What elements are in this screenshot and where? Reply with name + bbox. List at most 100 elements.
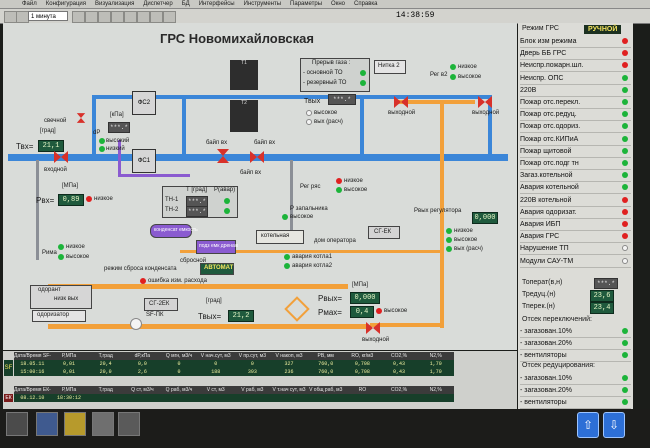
alarm-row: Неиспр.пожарн.шл.	[520, 60, 631, 73]
scroll-down-button[interactable]: ⇩	[603, 412, 625, 438]
tn2-label: ТН-2	[165, 207, 179, 213]
outlet-valve-b-icon[interactable]	[478, 96, 492, 108]
pmax-high-label: высокое	[384, 308, 408, 314]
alarm-label: 220В котельной	[520, 196, 572, 204]
toolbar-button-10[interactable]	[163, 11, 176, 23]
tn2-value: ***.*	[186, 206, 208, 217]
menu-visual[interactable]: Визуализация	[95, 1, 135, 7]
boiler1-alarm-indicator	[284, 254, 290, 260]
table-cell: 393	[247, 369, 257, 375]
alarm-status-indicator	[622, 99, 628, 105]
sf-ek-label: SF-ПК	[146, 312, 164, 318]
filter-fs1[interactable]: ФС1	[132, 149, 156, 173]
pipe-segment	[488, 95, 492, 157]
menu-help[interactable]: Справка	[353, 1, 378, 7]
footer-button-4[interactable]	[92, 412, 114, 436]
alarm-label: Дверь ББ ГРС	[520, 50, 567, 58]
table-cell	[87, 394, 124, 402]
reserve-to-label: - резервный ТО	[303, 80, 347, 86]
auto-mode-indicator[interactable]: АВТОМАТ	[200, 263, 234, 275]
switch-item-label: - загазован.10%	[520, 328, 572, 335]
candle-label: свечной	[44, 118, 67, 124]
condensate-tank[interactable]: конденсат емкость	[150, 224, 198, 238]
table-cell: 08.12.10	[20, 395, 45, 401]
alarm-status-indicator	[622, 62, 628, 69]
alarm-row: Авария ИБП	[520, 219, 631, 231]
menu-window[interactable]: Окно	[331, 1, 345, 7]
table-cell: 0,43	[393, 369, 406, 375]
toolbar-button-9[interactable]	[150, 11, 163, 23]
table-cell: 760,0	[318, 361, 334, 367]
main-to-label: - основной ТО	[303, 70, 343, 76]
odorizer-device[interactable]: одоризатор	[32, 310, 86, 322]
table-cell: 0,43	[393, 361, 406, 367]
alarm-status-indicator	[622, 233, 628, 240]
outlet-pipe	[370, 323, 444, 327]
toolbar-button-7[interactable]	[124, 11, 137, 23]
alarm-status-indicator	[622, 208, 628, 215]
drain-tank[interactable]: подз емк дренаж	[196, 240, 238, 254]
mode-value[interactable]: РУЧНОЙ	[584, 25, 622, 34]
boiler-room[interactable]: котельная	[256, 230, 304, 244]
toolbar-button-8[interactable]	[137, 11, 150, 23]
toolbar-button-3[interactable]	[72, 11, 85, 23]
heater-inlet-valve-icon[interactable]	[250, 151, 264, 163]
footer-button-1[interactable]	[6, 412, 28, 436]
auto-mode-label: АВТОМАТ	[204, 265, 234, 271]
footer-button-5[interactable]	[118, 412, 140, 436]
toolbar-button-5[interactable]	[98, 11, 111, 23]
line2-label: Нитка 2	[378, 63, 400, 69]
bypass-valve-icon[interactable]	[217, 149, 229, 163]
interval-select[interactable]: 1 минута	[28, 11, 68, 21]
inlet-pressure-alarm-indicator	[86, 196, 92, 202]
sg2ek-device[interactable]: СГ-2ЕК	[144, 298, 178, 311]
alarm-status-indicator	[622, 245, 628, 252]
filter-fs2[interactable]: ФС2	[132, 91, 156, 115]
p-ignition-high-label: высокое	[290, 214, 314, 220]
table-cell: N2,%	[429, 387, 442, 393]
pipe-segment	[362, 95, 492, 99]
menu-file[interactable]: Файл	[22, 1, 37, 7]
menu-config[interactable]: Конфигурация	[45, 1, 87, 7]
table-cell: Дата/Время ЕК-260	[14, 387, 51, 393]
toolbar-button-4[interactable]	[85, 11, 98, 23]
reg-heater-low-indicator	[450, 64, 456, 70]
line2-tab[interactable]: Нитка 2	[374, 60, 406, 74]
outlet-valve-label: выходной	[362, 337, 390, 343]
alarm-row: Пожар отс.КИПиА	[520, 134, 631, 146]
flow-meter-icon[interactable]	[130, 318, 142, 330]
inlet-pressure-label: Рвх=	[36, 196, 55, 205]
p-reg-high-indicator	[336, 187, 342, 193]
candle-valve-icon[interactable]	[77, 113, 85, 123]
table-cell: РВ, мм	[317, 353, 334, 359]
scroll-up-button[interactable]: ⇧	[577, 412, 599, 438]
table-cell: V ст, м3	[206, 387, 225, 393]
outlet-valve-icon[interactable]	[366, 322, 380, 334]
switch-item-row: - загазован.10%	[520, 326, 631, 338]
dp-value-fs2: ***.*	[108, 122, 130, 133]
heater-t2[interactable]: Т2	[230, 100, 258, 132]
tout-out-indicator	[306, 119, 312, 125]
menu-interfaces[interactable]: Интерфейсы	[198, 1, 235, 7]
sg-ek-device[interactable]: СГ-ЕК	[368, 226, 400, 239]
fs-high-indicator	[99, 138, 105, 144]
menu-tools[interactable]: Инструменты	[243, 1, 282, 7]
heater-t1[interactable]: Т1	[230, 60, 258, 90]
footer-button-2[interactable]	[36, 412, 58, 436]
table-cell	[307, 394, 344, 402]
menu-dispatcher[interactable]: Диспетчер	[143, 1, 173, 7]
alarm-row: Пожар отс.подг тн	[520, 158, 631, 170]
toolbar-button-6[interactable]	[111, 11, 124, 23]
inlet-pressure-value: 0,89	[58, 194, 84, 206]
menu-db[interactable]: БД	[181, 1, 190, 7]
tout2-unit: [град]	[206, 298, 222, 304]
drain-mode-label: режим сброса конденсата	[104, 266, 177, 272]
inlet-valve-icon[interactable]	[54, 151, 68, 163]
sg2ek-label: СГ-2ЕК	[149, 301, 170, 307]
menu-params[interactable]: Параметры	[290, 1, 323, 7]
outlet-valve-a-icon[interactable]	[394, 96, 408, 108]
bell-icon[interactable]	[64, 412, 86, 436]
rima-low-label: низкое	[66, 244, 85, 250]
alarm-row: Нарушение ТП	[520, 243, 631, 256]
